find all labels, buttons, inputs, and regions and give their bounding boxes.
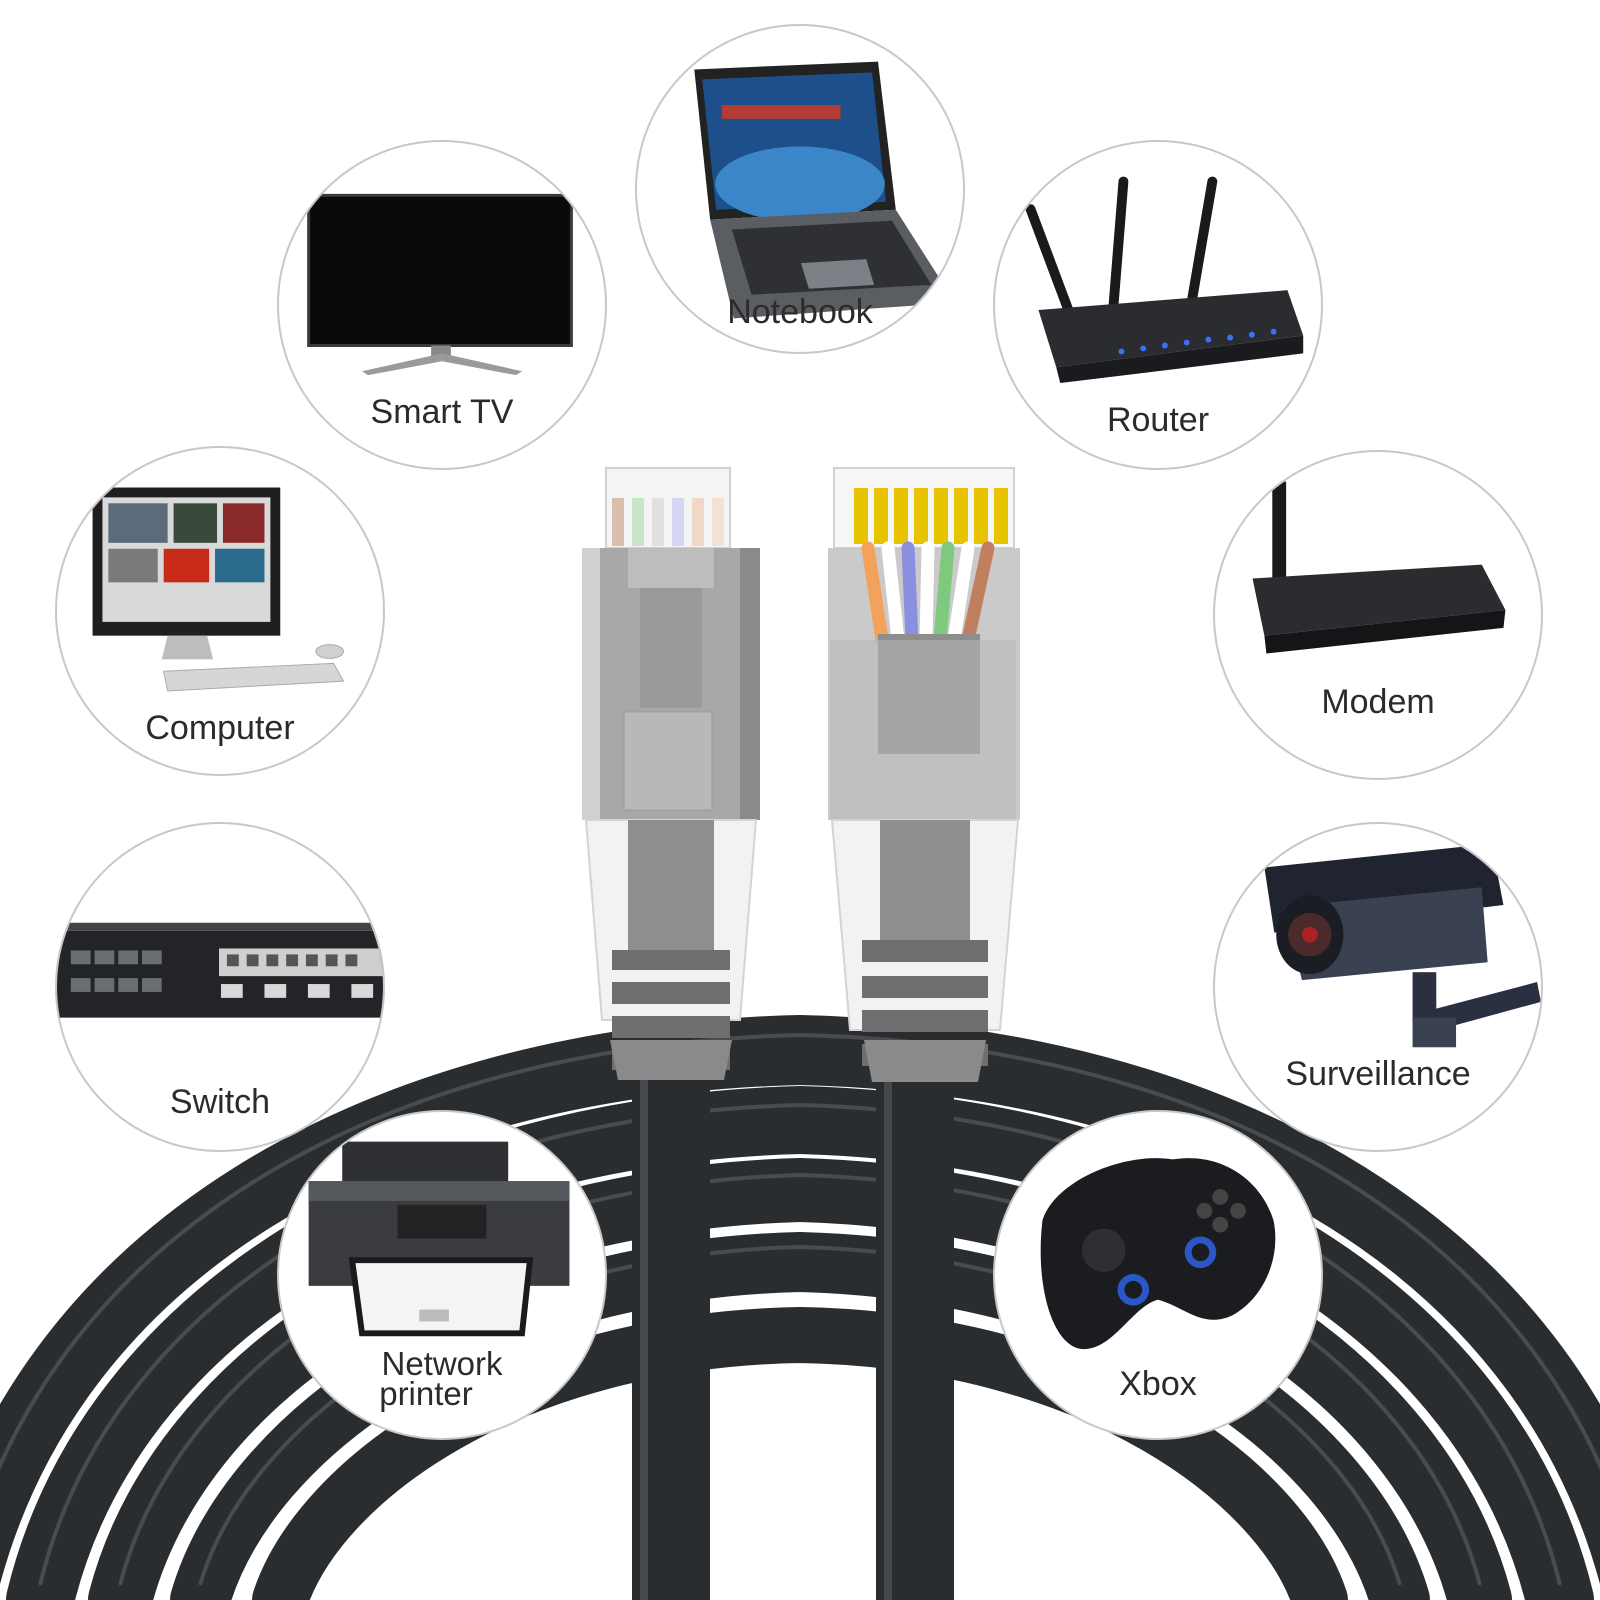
security-camera-icon bbox=[1264, 843, 1541, 1048]
device-smart-tv: Smart TV bbox=[277, 140, 607, 470]
printer-icon bbox=[308, 1141, 570, 1337]
device-network-printer: Network printer bbox=[277, 1110, 607, 1440]
device-surveillance: Surveillance bbox=[1213, 822, 1543, 1152]
device-router: Router bbox=[993, 140, 1323, 470]
device-label: Smart TV bbox=[370, 393, 514, 431]
device-label: Computer bbox=[145, 709, 295, 747]
device-notebook: Notebook bbox=[635, 24, 965, 354]
device-label: Switch bbox=[169, 1083, 271, 1121]
device-label-line2: printer bbox=[379, 1375, 473, 1412]
tv-icon bbox=[307, 193, 573, 376]
device-label: Surveillance bbox=[1285, 1055, 1471, 1093]
laptop-icon bbox=[694, 61, 956, 319]
device-label-line1: Network bbox=[381, 1345, 503, 1382]
device-label: Notebook bbox=[727, 293, 873, 331]
router-icon bbox=[1025, 176, 1304, 384]
device-switch: Switch bbox=[55, 822, 385, 1152]
device-label: Modem bbox=[1321, 683, 1435, 721]
modem-icon bbox=[1252, 481, 1506, 654]
device-label: Router bbox=[1106, 401, 1210, 439]
gamepad-icon bbox=[1040, 1158, 1276, 1350]
network-switch-icon bbox=[57, 922, 383, 1018]
device-computer: Computer bbox=[55, 446, 385, 776]
device-label: Xbox bbox=[1119, 1365, 1197, 1403]
device-xbox: Xbox bbox=[993, 1110, 1323, 1440]
desktop-computer-icon bbox=[92, 487, 345, 692]
right-rj45-plug bbox=[828, 467, 1020, 1082]
left-rj45-plug bbox=[582, 467, 760, 1080]
device-modem: Modem bbox=[1213, 450, 1543, 780]
